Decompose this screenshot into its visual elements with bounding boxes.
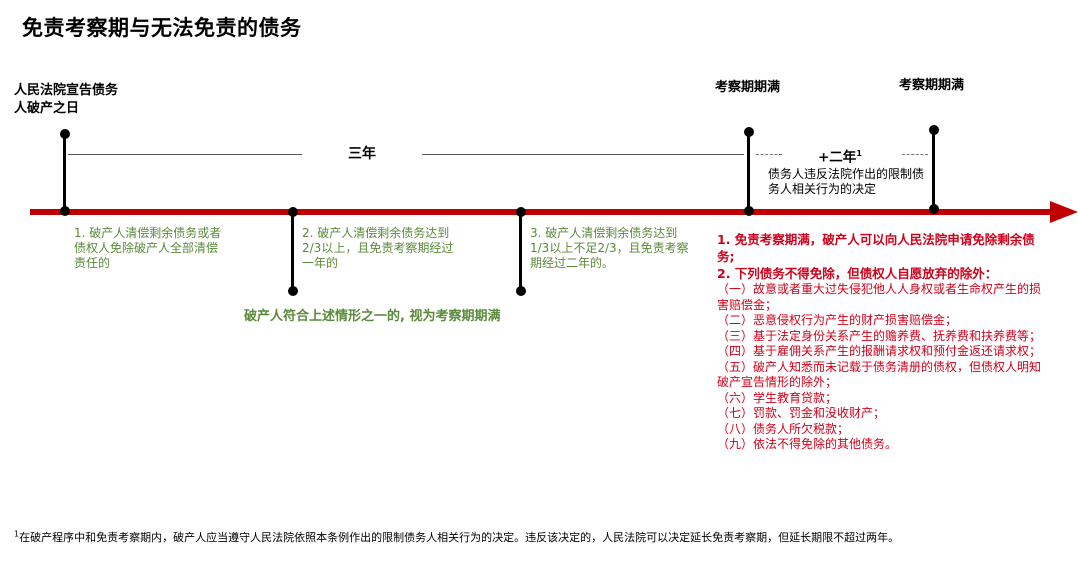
extension-span-label: +二年1: [818, 149, 862, 166]
condition-3-text: 3. 破产人清偿剩余债务达到1/3以上不足2/3，且免责考察期经过二年的。: [530, 226, 689, 270]
expiry-marker-second-line: [932, 129, 935, 211]
expiry-marker-first-dot: [744, 206, 754, 216]
list-item: （四）基于雇佣关系产生的报酬请求权和预付金返还请求权；: [717, 344, 1042, 358]
expiry-label-second: 考察期期满: [899, 78, 965, 93]
list-item: （三）基于法定身份关系产生的赡养费、抚养费和扶养费等；: [717, 328, 1042, 343]
extension-span-left-line: [756, 154, 782, 155]
timeline-arrow: [30, 201, 1078, 223]
list-item: （五）破产人知悉而未记载于债务清册的债权，但债权人明知破产宣告情形的除外；: [717, 359, 1042, 390]
condition-2-line: [291, 211, 294, 291]
extension-note: 债务人违反法院作出的限制债务人相关行为的决定: [768, 167, 925, 196]
list-item: （一）故意或者重大过失侵犯他人人身权或者生命权产生的损害赔偿金；: [717, 282, 1042, 312]
footnote: 1在破产程序中和免责考察期内，破产人应当遵守人民法院依照本条例作出的限制债务人相…: [14, 529, 900, 544]
expiry-marker-second-dot: [929, 204, 939, 214]
condition-2-text: 2. 破产人清偿剩余债务达到2/3以上，且免责考察期经过一年的: [302, 226, 454, 270]
red-heading-1: 1. 免责考察期满，破产人可以向人民法院申请免除剩余债务;: [717, 232, 1035, 264]
expiry-marker-first-line: [747, 131, 750, 211]
start-marker-line: [63, 133, 66, 211]
list-item: （二）恶意侵权行为产生的财产损害赔偿金；: [717, 313, 958, 327]
three-year-span-left-line: [68, 154, 302, 155]
start-label: 人民法院宣告债务人破产之日: [14, 83, 119, 116]
condition-1-text: 1. 破产人清偿剩余债务或者债权人免除破产人全部清偿责任的: [74, 226, 222, 270]
red-heading-2: 2. 下列债务不得免除，但债权人自愿放弃的除外：: [717, 266, 998, 281]
conclusion-text: 破产人符合上述情形之一的, 视为考察期期满: [244, 309, 501, 324]
start-marker-dot: [60, 206, 70, 216]
three-year-span-label: 三年: [348, 146, 376, 162]
condition-3-line: [519, 211, 522, 291]
list-item: （八）债务人所欠税款；: [717, 421, 850, 436]
page-title: 免责考察期与无法免责的债务: [22, 16, 302, 40]
list-item: （九）依法不得免除的其他债务。: [717, 437, 898, 451]
condition-3-bottom-dot: [516, 286, 526, 296]
three-year-span-right-line: [422, 154, 744, 155]
list-item: （七）罚款、罚金和没收财产；: [717, 406, 886, 420]
expiry-label-first: 考察期期满: [715, 80, 781, 95]
list-item: （六）学生教育贷款；: [717, 390, 838, 405]
non-dischargeable-debts-list: 1. 免责考察期满，破产人可以向人民法院申请免除剩余债务; 2. 下列债务不得免…: [717, 231, 1045, 453]
extension-span-right-line: [902, 154, 928, 155]
condition-2-bottom-dot: [288, 286, 298, 296]
